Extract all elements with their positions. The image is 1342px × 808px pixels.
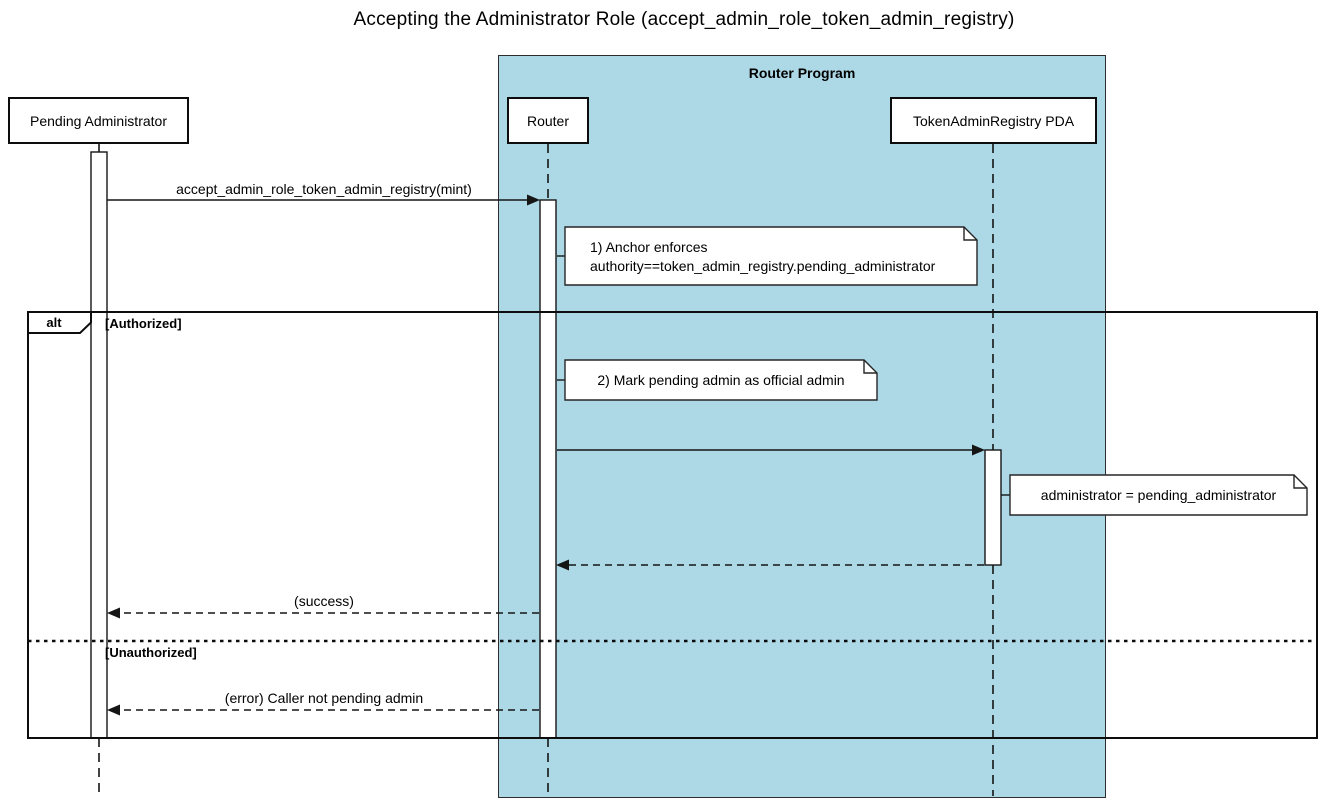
note-anchor-enforces: 1) Anchor enforces authority==token_admi… (590, 238, 935, 276)
activation-router (539, 199, 557, 739)
program-group-box (498, 55, 1106, 798)
message-label-success: (success) (294, 593, 354, 609)
arrowhead-accept-admin-role (527, 194, 540, 206)
note2-fold (863, 360, 877, 374)
alt-operator-label: alt (46, 315, 62, 330)
participant-router: Router (507, 97, 589, 144)
diagram-title: Accepting the Administrator Role (accept… (353, 9, 1015, 30)
arrowhead-router-to-pda (972, 444, 985, 456)
note2-shape (564, 359, 878, 401)
participant-token-admin-registry-pda-label: TokenAdminRegistry PDA (912, 112, 1075, 129)
note-administrator-assignment: administrator = pending_administrator (1040, 487, 1277, 503)
alt-operator-pentagon (27, 311, 92, 334)
note3-shape (1009, 474, 1308, 516)
note-anchor-enforces-line2: authority==token_admin_registry.pending_… (590, 258, 936, 274)
participant-pending-administrator-label: Pending Administrator (30, 112, 167, 129)
arrowhead-error-return (107, 704, 120, 716)
message-label-accept-admin-role: accept_admin_role_token_admin_registry(m… (176, 181, 472, 197)
note3-fold (1293, 475, 1307, 489)
alt-frame (27, 311, 1318, 739)
note-mark-pending-admin: 2) Mark pending admin as official admin (597, 372, 845, 388)
arrowhead-pda-return (556, 559, 569, 571)
note-anchor-enforces-line1: 1) Anchor enforces (590, 239, 708, 255)
activation-token-admin-registry-pda (984, 449, 1002, 566)
message-label-error: (error) Caller not pending admin (224, 690, 424, 706)
participant-pending-administrator: Pending Administrator (8, 97, 189, 144)
alt-condition-authorized: [Authorized] (105, 316, 182, 331)
program-group-label: Router Program (748, 65, 856, 81)
alt-condition-unauthorized: [Unauthorized] (105, 645, 197, 660)
participant-router-label: Router (526, 112, 570, 129)
note1-shape (564, 226, 978, 286)
note1-fold (963, 227, 977, 241)
participant-token-admin-registry-pda: TokenAdminRegistry PDA (890, 97, 1097, 144)
arrowhead-success-return (107, 607, 120, 619)
